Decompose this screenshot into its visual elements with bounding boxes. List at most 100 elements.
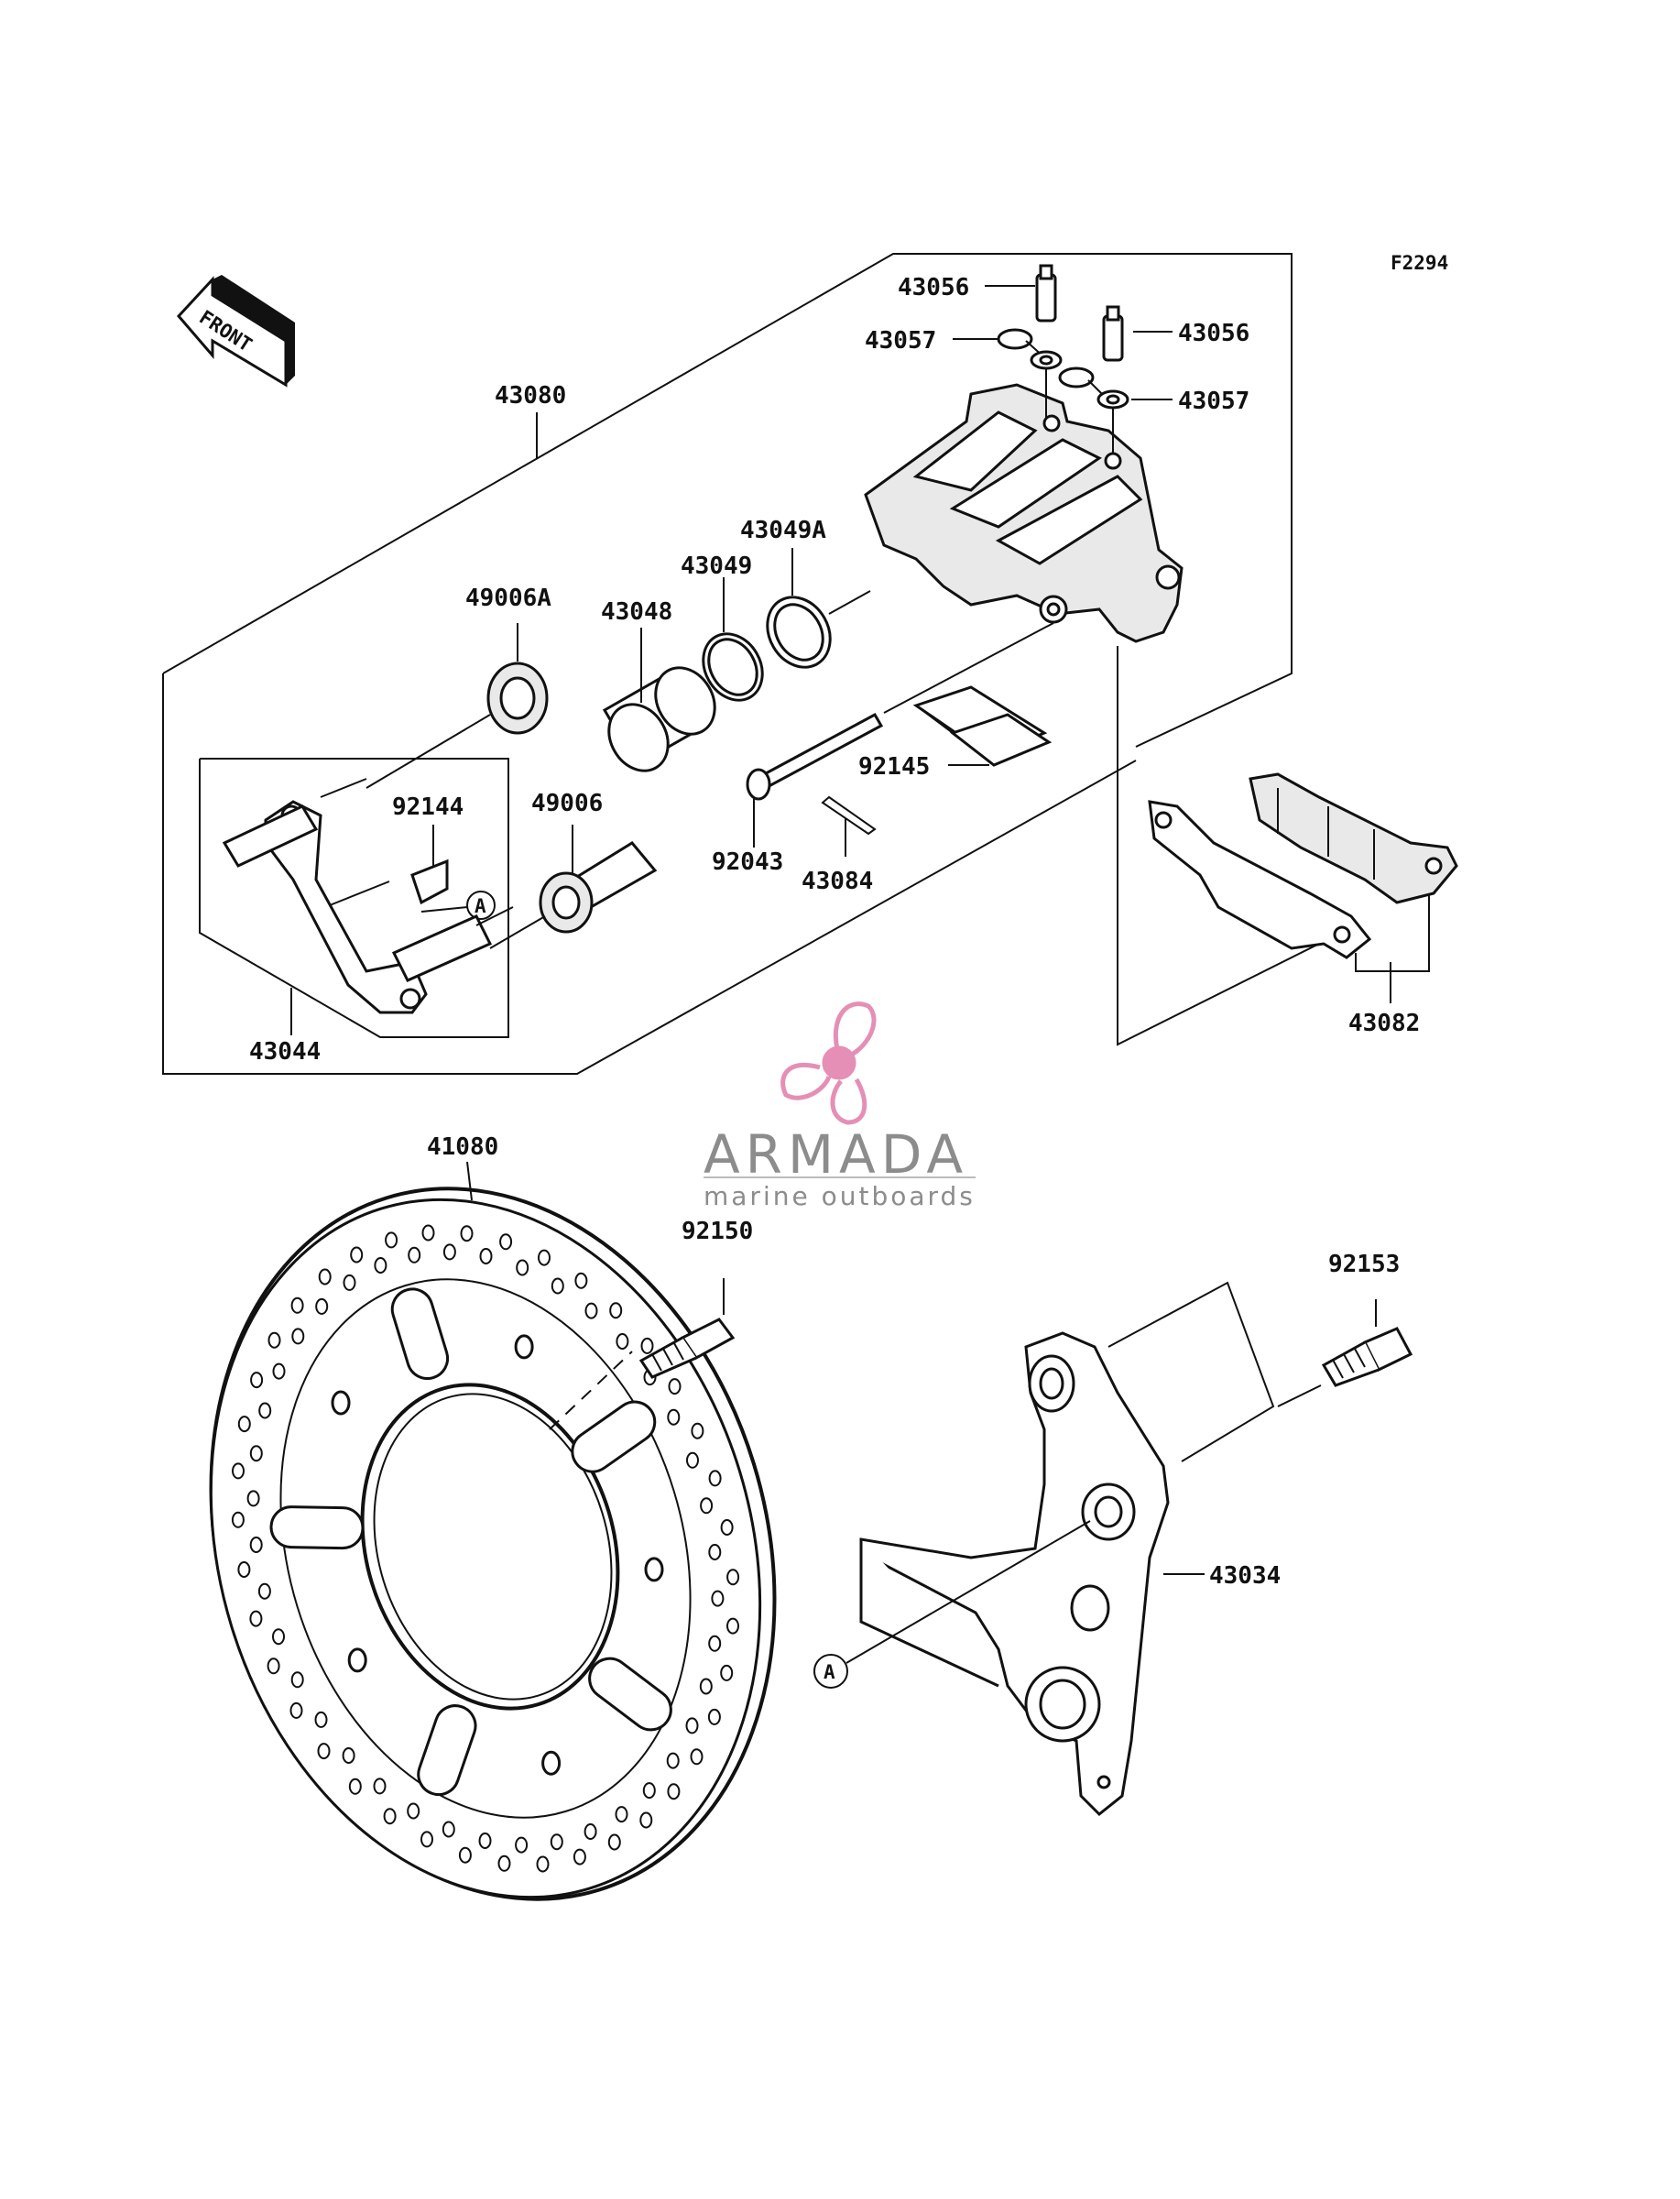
disc-drill-hole [250, 1372, 264, 1389]
label-49006a: 49006A [465, 585, 551, 612]
disc-drill-hole [442, 1243, 456, 1261]
disc-drill-hole [615, 1806, 628, 1823]
diagram-code: F2294 [1391, 252, 1448, 274]
brand-name: ARMADA [704, 1123, 968, 1186]
label-43056-a: 43056 [898, 274, 969, 301]
disc-drill-hole [726, 1617, 739, 1635]
disc-drill-hole [272, 1362, 286, 1380]
disc-drill-hole [407, 1802, 420, 1820]
svg-text:A: A [475, 895, 486, 917]
caliper-holder [859, 1331, 1170, 1817]
disc-drill-hole [690, 1748, 704, 1766]
cap-2 [1058, 366, 1129, 410]
disc-drill-hole [289, 1701, 303, 1719]
pin [746, 712, 884, 801]
callout-a-upper: A [466, 891, 496, 920]
label-43057-a: 43057 [865, 327, 936, 355]
label-92145: 92145 [858, 753, 930, 781]
propeller-icon [780, 1001, 877, 1125]
disc-drill-hole [267, 1331, 281, 1349]
disc-drill-hole [516, 1259, 529, 1276]
disc-drill-hole [708, 1544, 722, 1560]
disc-drill-hole [232, 1462, 245, 1480]
brake-disc [209, 1187, 777, 1901]
disc-drill-hole [290, 1296, 304, 1314]
disc-drill-hole [249, 1445, 263, 1462]
boot [539, 841, 658, 934]
disc-drill-hole [479, 1248, 493, 1264]
disc-slot [417, 1704, 477, 1797]
disc-drill-hole [383, 1808, 397, 1825]
disc-drill-hole [373, 1778, 387, 1795]
disc-drill-hole [317, 1743, 331, 1760]
label-43044: 43044 [249, 1038, 321, 1066]
disc-drill-hole [420, 1831, 433, 1848]
callout-a-lower: A [813, 1654, 848, 1689]
label-92150: 92150 [682, 1218, 753, 1245]
label-49006: 49006 [531, 790, 603, 817]
clip [821, 795, 877, 836]
label-41080: 41080 [427, 1133, 498, 1161]
label-43082: 43082 [1348, 1010, 1420, 1037]
disc-drill-hole [291, 1328, 305, 1345]
disc-mount-hole [644, 1557, 664, 1582]
bleed-valve-1 [1035, 264, 1057, 323]
disc-drill-hole [551, 1277, 564, 1295]
label-92144: 92144 [392, 793, 464, 821]
bracket [222, 800, 493, 1014]
caliper-body [864, 383, 1184, 643]
disc-drill-hole [666, 1752, 680, 1769]
disc-slot [571, 1400, 657, 1473]
disc-drill-hole [668, 1378, 682, 1395]
front-arrow-icon: FRONT [176, 275, 295, 388]
boot-a [486, 662, 549, 735]
disc-drill-hole [691, 1422, 704, 1439]
disc-drill-hole [499, 1233, 513, 1251]
disc-drill-hole [550, 1833, 563, 1851]
disc-drill-hole [607, 1833, 621, 1851]
disc-drill-hole [700, 1497, 714, 1515]
piston [602, 666, 716, 772]
disc-drill-hole [237, 1561, 251, 1578]
disc-drill-hole [639, 1811, 653, 1829]
disc-drill-hole [342, 1747, 355, 1764]
disc-drill-hole [231, 1511, 245, 1528]
disc-drill-hole [536, 1855, 550, 1873]
disc-slot [588, 1657, 672, 1732]
disc-drill-hole [667, 1783, 681, 1800]
disc-drill-hole [257, 1582, 271, 1600]
disc-drill-hole [574, 1272, 588, 1289]
label-43049a: 43049A [740, 517, 826, 544]
disc-bolt [638, 1318, 736, 1379]
label-92153: 92153 [1328, 1251, 1400, 1278]
disc-drill-hole [584, 1302, 598, 1319]
disc-drill-hole [642, 1782, 656, 1800]
label-43080: 43080 [495, 382, 566, 410]
disc-mount-hole [347, 1647, 367, 1673]
label-43049: 43049 [681, 552, 752, 580]
disc-slot [390, 1287, 450, 1380]
disc-drill-hole [478, 1832, 492, 1849]
disc-mount-hole [541, 1750, 562, 1776]
disc-drill-hole [343, 1274, 356, 1291]
disc-drill-hole [497, 1854, 511, 1872]
disc-drill-hole [707, 1708, 721, 1725]
disc-drill-hole [460, 1225, 474, 1242]
disc-drill-hole [374, 1257, 387, 1274]
disc-mount-hole [514, 1334, 534, 1360]
disc-drill-hole [315, 1297, 329, 1315]
disc-drill-hole [699, 1678, 713, 1695]
disc-drill-hole [640, 1337, 654, 1354]
label-43034: 43034 [1209, 1562, 1281, 1590]
disc-drill-hole [584, 1823, 597, 1840]
disc-drill-hole [314, 1711, 328, 1728]
disc-drill-hole [708, 1635, 722, 1652]
disc-drill-hole [616, 1333, 629, 1350]
holder-bolt [1321, 1327, 1413, 1387]
disc-drill-hole [249, 1610, 263, 1627]
disc-drill-hole [385, 1231, 398, 1249]
disc-drill-hole [348, 1778, 362, 1795]
label-43057-b: 43057 [1178, 388, 1249, 415]
bracket-outline [199, 758, 509, 1038]
disc-drill-hole [686, 1451, 699, 1469]
